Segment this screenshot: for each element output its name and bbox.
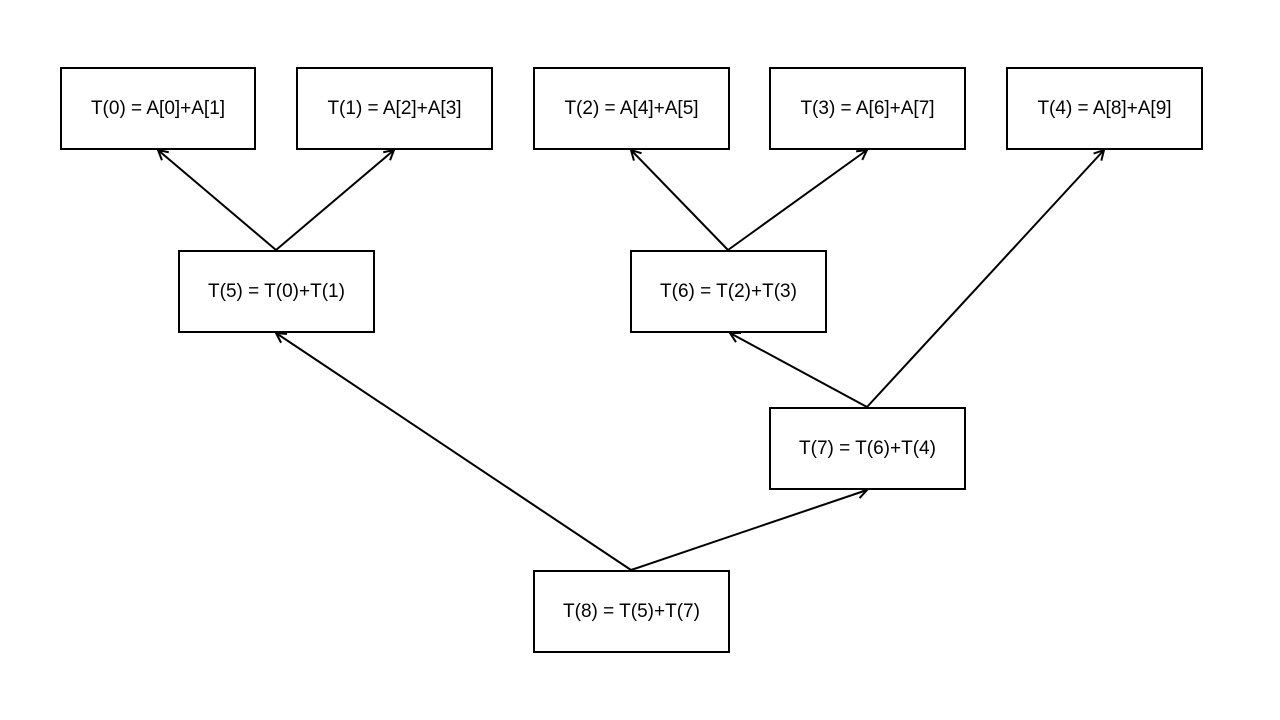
arrow-t8-to-t5 [275, 332, 632, 571]
node-t7: T(7) = T(6)+T(4) [769, 407, 966, 490]
arrow-t7-to-t4 [866, 149, 1105, 408]
node-t6-label: T(6) = T(2)+T(3) [660, 280, 797, 302]
node-t4-label: T(4) = A[8]+A[9] [1037, 97, 1172, 119]
node-t0-label: T(0) = A[0]+A[1] [90, 97, 226, 119]
node-t8: T(8) = T(5)+T(7) [533, 570, 730, 653]
arrow-t5-to-t0-head [156, 148, 169, 161]
node-t5-label: T(5) = T(0)+T(1) [208, 280, 345, 302]
arrow-t6-to-t3 [727, 149, 868, 251]
node-t2-label: T(2) = A[4]+A[5] [564, 97, 699, 119]
arrow-t8-to-t7 [630, 489, 868, 571]
node-t3-label: T(3) = A[6]+A[7] [800, 97, 935, 119]
node-t6: T(6) = T(2)+T(3) [630, 250, 827, 333]
node-t4: T(4) = A[8]+A[9] [1006, 67, 1203, 150]
arrow-t5-to-t1-head [383, 148, 396, 161]
arrow-t8-to-t5-head [274, 331, 288, 344]
arrow-t5-to-t1 [275, 149, 395, 251]
arrow-t7-to-t6 [729, 332, 868, 408]
node-t7-label: T(7) = T(6)+T(4) [799, 437, 936, 459]
arrow-t5-to-t0 [157, 149, 277, 251]
node-t8-label: T(8) = T(5)+T(7) [563, 600, 700, 622]
node-t3: T(3) = A[6]+A[7] [769, 67, 966, 150]
node-t5: T(5) = T(0)+T(1) [178, 250, 375, 333]
arrow-t7-to-t4-head [1093, 148, 1106, 161]
node-t1-label: T(1) = A[2]+A[3] [327, 97, 462, 119]
node-t2: T(2) = A[4]+A[5] [533, 67, 730, 150]
arrow-t6-to-t2 [630, 149, 729, 251]
node-t0: T(0) = A[0]+A[1] [60, 67, 256, 150]
arrow-t6-to-t3-head [855, 148, 869, 161]
arrow-t6-to-t2-head [629, 148, 642, 161]
node-t1: T(1) = A[2]+A[3] [296, 67, 493, 150]
